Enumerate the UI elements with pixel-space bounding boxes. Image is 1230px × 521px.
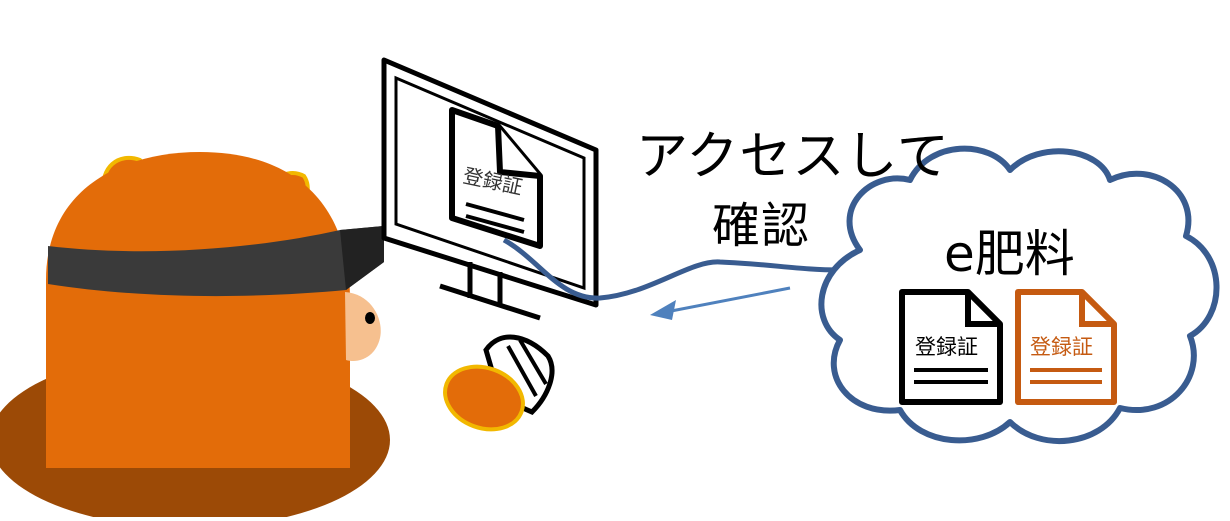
document-icon	[899, 289, 1003, 405]
goggle-band	[48, 226, 384, 297]
cloud-doc-orange-label: 登録証	[1030, 335, 1093, 359]
mouse-icon	[443, 334, 555, 432]
caption-confirm: 確認	[712, 198, 811, 254]
goggle-lens	[340, 226, 384, 290]
caption-access: アクセスして	[636, 127, 950, 187]
document-icon	[449, 107, 543, 249]
doc-line	[465, 202, 525, 222]
document-fold	[1079, 292, 1114, 327]
mascot-character	[0, 152, 390, 521]
arrow-icon	[650, 286, 791, 320]
doc-line	[465, 214, 525, 234]
cable	[502, 237, 841, 301]
mascot-hand	[443, 364, 525, 432]
mascot-face	[345, 292, 381, 362]
cloud-doc-black-label: 登録証	[915, 335, 978, 359]
arrow-head	[650, 300, 676, 320]
arrow-shaft	[665, 286, 791, 314]
document-fold	[495, 125, 541, 179]
document-icon	[1015, 289, 1117, 405]
monitor-base	[439, 283, 541, 321]
monitor-stand	[467, 262, 503, 306]
computer-monitor-icon: 登録証	[381, 57, 599, 321]
mascot-body	[46, 152, 350, 468]
document-fold	[965, 292, 1000, 327]
service-name: e肥料	[944, 225, 1075, 283]
cloud-document-orange-icon: 登録証	[1015, 289, 1117, 405]
mascot-eye	[365, 312, 375, 324]
monitor-document-icon: 登録証	[449, 107, 543, 249]
mouse-buttons	[506, 338, 548, 397]
cloud-document-black-icon: 登録証	[899, 289, 1003, 405]
